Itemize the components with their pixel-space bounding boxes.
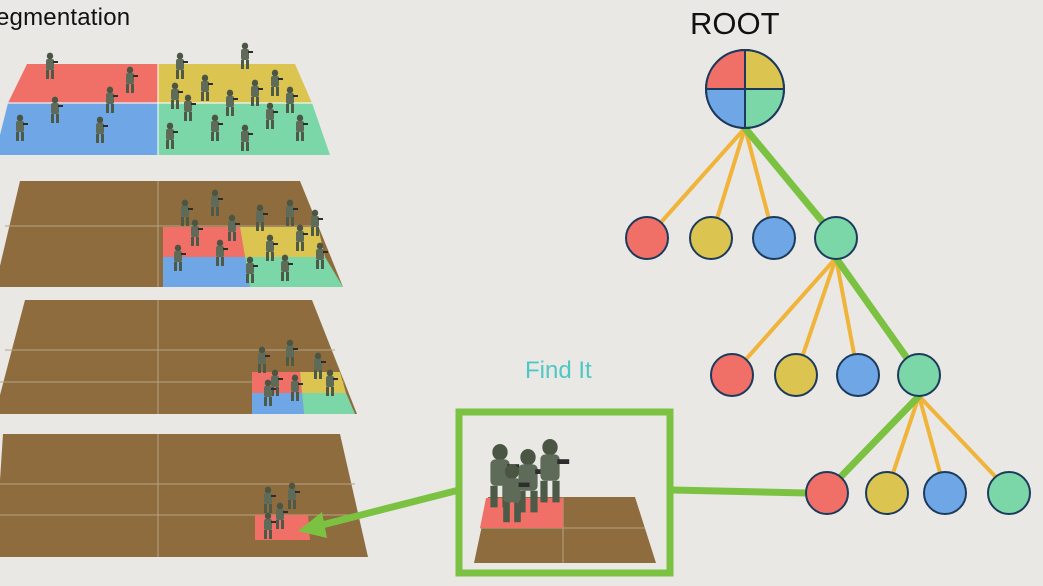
- node-blue: [836, 353, 880, 397]
- node-red: [625, 216, 669, 260]
- node-yellow: [689, 216, 733, 260]
- tree-level-2: [710, 353, 941, 397]
- node-yellow: [865, 471, 909, 515]
- node-green: [987, 471, 1031, 515]
- find-it-inset: [455, 408, 674, 577]
- search-path-edges: [668, 124, 923, 497]
- tree-level-1: [625, 216, 858, 260]
- tree-level-3: [805, 471, 1031, 515]
- node-blue: [923, 471, 967, 515]
- layer-2-grid: [0, 181, 343, 287]
- node-green: [814, 216, 858, 260]
- segmentation-title: egmentation: [0, 4, 131, 31]
- pointer-arrow: [298, 486, 460, 538]
- layer-1-full-grid: [0, 42, 330, 155]
- node-red: [710, 353, 754, 397]
- root-label: ROOT: [690, 6, 780, 41]
- node-yellow: [774, 353, 818, 397]
- node-green: [897, 353, 941, 397]
- tree-edges: [645, 126, 1011, 493]
- find-it-label: Find It: [525, 357, 592, 384]
- layer-3-grid: [0, 300, 357, 414]
- layer-4-grid: [0, 434, 368, 557]
- root-node: [704, 48, 786, 130]
- node-blue: [752, 216, 796, 260]
- node-red-target: [805, 471, 849, 515]
